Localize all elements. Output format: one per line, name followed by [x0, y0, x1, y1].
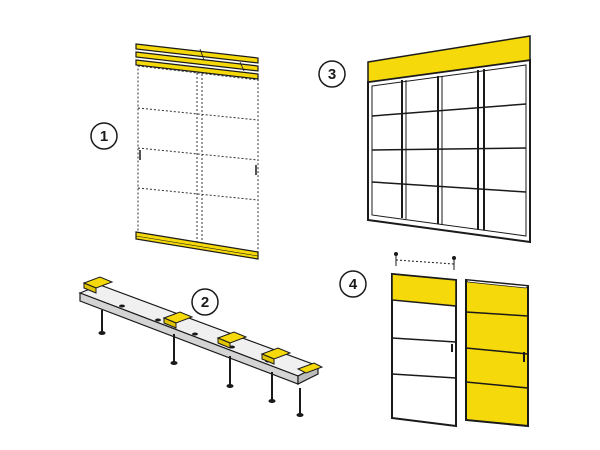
- door-panel-right: [464, 278, 529, 428]
- top-track-rails: [135, 43, 259, 80]
- step-4-illustration: [391, 252, 529, 428]
- bottom-track-rail: [135, 231, 259, 260]
- step-1-illustration: [135, 43, 259, 260]
- door-panel-left: [391, 252, 457, 428]
- step-number-2: 2: [201, 294, 209, 311]
- step-badge-1: 1: [90, 122, 118, 150]
- step-number-1: 1: [100, 128, 108, 145]
- step-3-illustration: [367, 35, 531, 244]
- step-number-4: 4: [349, 276, 358, 293]
- screw-icon: [98, 310, 304, 417]
- step-badge-4: 4: [339, 270, 367, 298]
- step-badge-3: 3: [318, 60, 346, 88]
- mounting-clip-icon: [82, 276, 324, 374]
- step-number-3: 3: [328, 66, 336, 83]
- door-frame-outline: [137, 65, 259, 257]
- step-2-illustration: [78, 276, 324, 417]
- step-badge-2: 2: [191, 288, 219, 316]
- installed-door-set: [367, 35, 531, 244]
